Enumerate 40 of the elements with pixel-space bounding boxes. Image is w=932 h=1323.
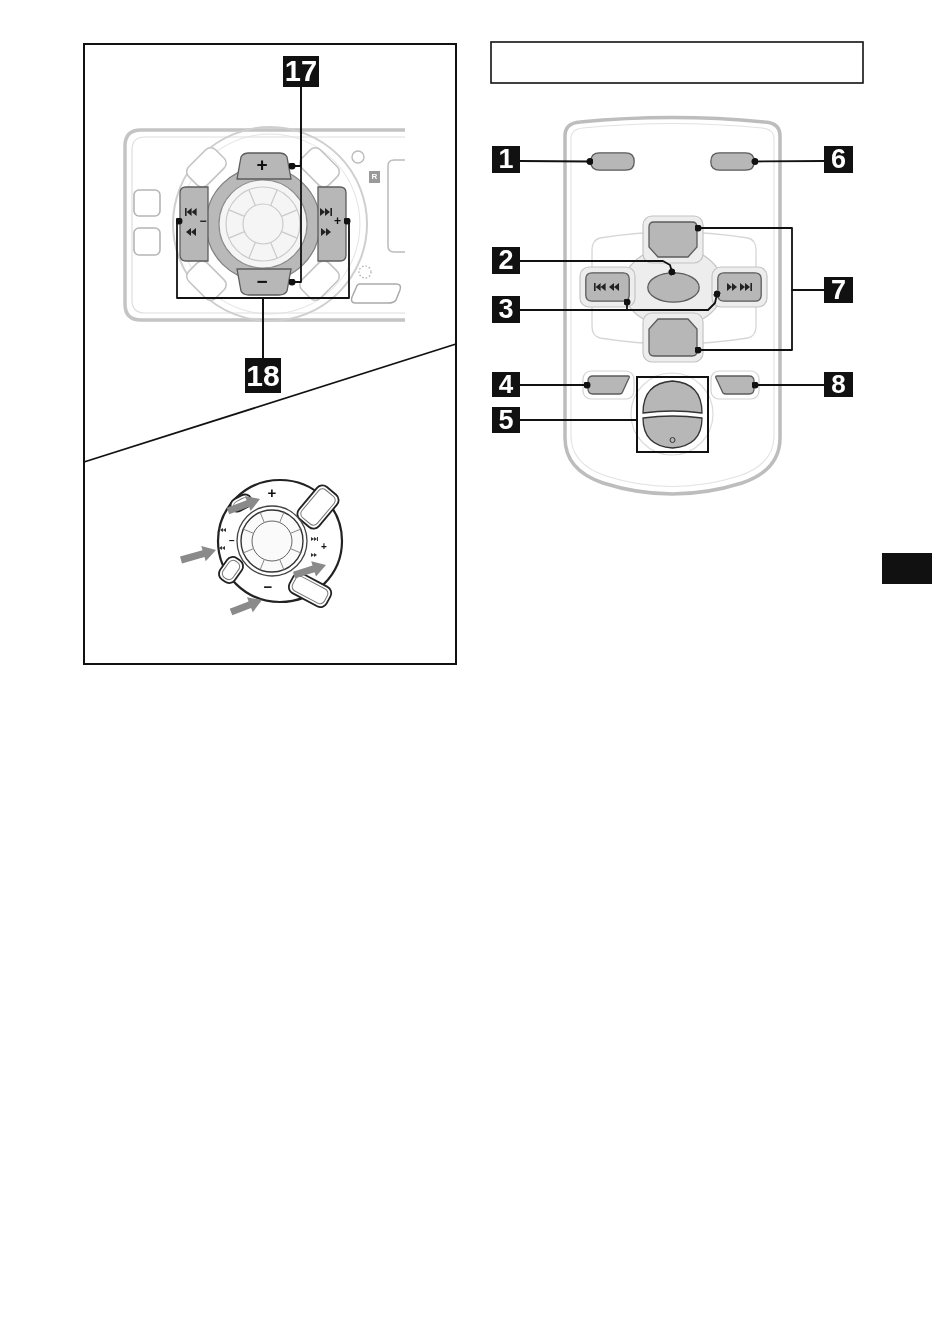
leader-line — [519, 158, 594, 165]
sign-label: + — [255, 155, 269, 175]
callout-number: 7 — [824, 277, 853, 303]
left-key — [585, 272, 630, 302]
leader-line — [519, 260, 676, 276]
callout-number: 3 — [492, 296, 520, 323]
center-key — [647, 272, 700, 303]
plus-sign: + — [266, 485, 278, 500]
up-key — [648, 221, 698, 258]
leader-line — [519, 419, 637, 421]
callout-number: 18 — [245, 358, 281, 393]
callout-number: 17 — [283, 56, 319, 87]
leader-line — [519, 381, 591, 389]
down-key — [236, 268, 292, 296]
right-key — [317, 186, 347, 262]
left-key — [179, 186, 209, 262]
callout-number: 4 — [492, 372, 520, 397]
leader-line — [751, 158, 825, 165]
highlight-frame — [636, 376, 709, 453]
callout-number: 1 — [492, 146, 520, 173]
leader-line — [288, 86, 302, 286]
minus-sign: − — [262, 581, 274, 592]
sign-label: + — [333, 215, 342, 227]
callout-number: 6 — [824, 146, 853, 173]
callout-number: 5 — [492, 407, 520, 433]
slanted-key — [587, 375, 630, 395]
plus-sign: + — [320, 542, 328, 552]
sensor-mark: R — [369, 171, 380, 183]
oval-key — [710, 152, 755, 171]
callout-number: 2 — [492, 247, 520, 274]
leader-line — [262, 217, 351, 359]
callout-number: 8 — [824, 372, 853, 397]
down-key — [648, 318, 698, 357]
sign-label: − — [199, 215, 207, 227]
leader-line — [751, 381, 825, 389]
up-key — [236, 152, 292, 180]
minus-sign: − — [228, 536, 236, 545]
sign-label: − — [255, 272, 269, 292]
oval-key — [590, 152, 635, 171]
right-key — [717, 272, 762, 302]
